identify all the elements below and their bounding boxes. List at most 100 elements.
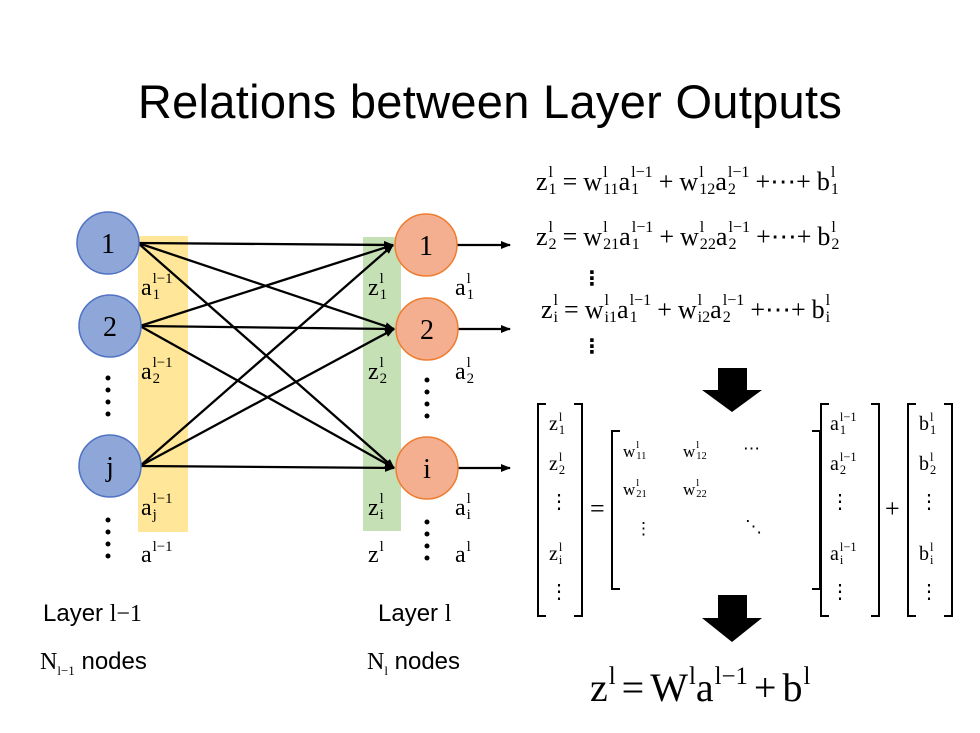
operator: = <box>621 665 645 711</box>
superscript: l <box>379 491 384 507</box>
superscript: l−1 <box>839 540 857 554</box>
connection-arrow <box>139 463 395 472</box>
superscript: l <box>697 292 703 309</box>
superscript: l <box>466 491 471 507</box>
subscript <box>467 556 471 569</box>
term-base: a <box>141 358 152 385</box>
term-base: a <box>141 541 152 568</box>
layer-z-band <box>363 237 401 531</box>
plus-sign: + <box>885 494 900 523</box>
superscript: l <box>699 219 705 236</box>
input-neuron <box>78 294 142 358</box>
term-base: a <box>715 221 728 251</box>
subscript: 2 <box>722 308 731 326</box>
term-base: z <box>549 543 558 566</box>
subscript: 1 <box>558 423 566 438</box>
superscript: l <box>688 663 696 690</box>
math-term: ⋮ <box>830 492 850 512</box>
vector-entry: ⋮ <box>919 581 939 602</box>
term-base: a <box>619 221 631 251</box>
subscript: 2 <box>558 463 566 478</box>
term-base: ⋮ <box>549 581 569 604</box>
superscript: l <box>553 292 559 309</box>
n-symbol: N <box>367 649 385 675</box>
equals-sign: = <box>590 494 605 523</box>
subscript: 2 <box>930 463 937 478</box>
superscript: l−1 <box>631 219 654 236</box>
term-base: a <box>455 274 466 301</box>
operator: + <box>659 221 675 251</box>
subscript: 22 <box>696 489 707 501</box>
term-base: b <box>817 221 831 251</box>
term-base: w <box>680 221 699 251</box>
neuron-label: 1 <box>419 231 433 262</box>
subscript: 2 <box>548 235 557 253</box>
term-base: ⋮ <box>919 581 939 604</box>
superscript: l <box>825 292 831 309</box>
superscript: l−1 <box>727 164 750 181</box>
term-base: b <box>919 453 929 476</box>
operator: = <box>562 166 578 196</box>
superscript: l <box>466 271 471 287</box>
layer-word: Layer <box>43 600 104 627</box>
math-term: ⋮ <box>635 520 652 537</box>
n-symbol: N <box>40 649 58 675</box>
vertical-ellipsis: ⋮ <box>582 266 602 290</box>
superscript: l <box>603 164 608 181</box>
layer-right-title: Layer l <box>378 600 451 628</box>
subscript <box>153 556 173 569</box>
down-arrow-icon <box>702 368 762 412</box>
output-neuron <box>394 213 458 277</box>
subscript: 2 <box>831 235 840 253</box>
math-term: ⋮ <box>919 582 939 602</box>
term-base: b <box>816 166 830 196</box>
term-base: a <box>695 665 714 711</box>
term-base: z <box>368 358 379 385</box>
superscript: l−1 <box>152 355 173 371</box>
superscript: l <box>558 410 563 424</box>
operator: + <box>753 665 777 711</box>
connection-arrow <box>139 243 394 328</box>
subscript: i <box>553 308 559 326</box>
term-base: w <box>584 294 604 324</box>
subscript: i <box>825 308 831 326</box>
operator: + <box>657 294 672 324</box>
math-term: ⋮ <box>549 492 569 512</box>
bracket-right <box>574 403 583 617</box>
